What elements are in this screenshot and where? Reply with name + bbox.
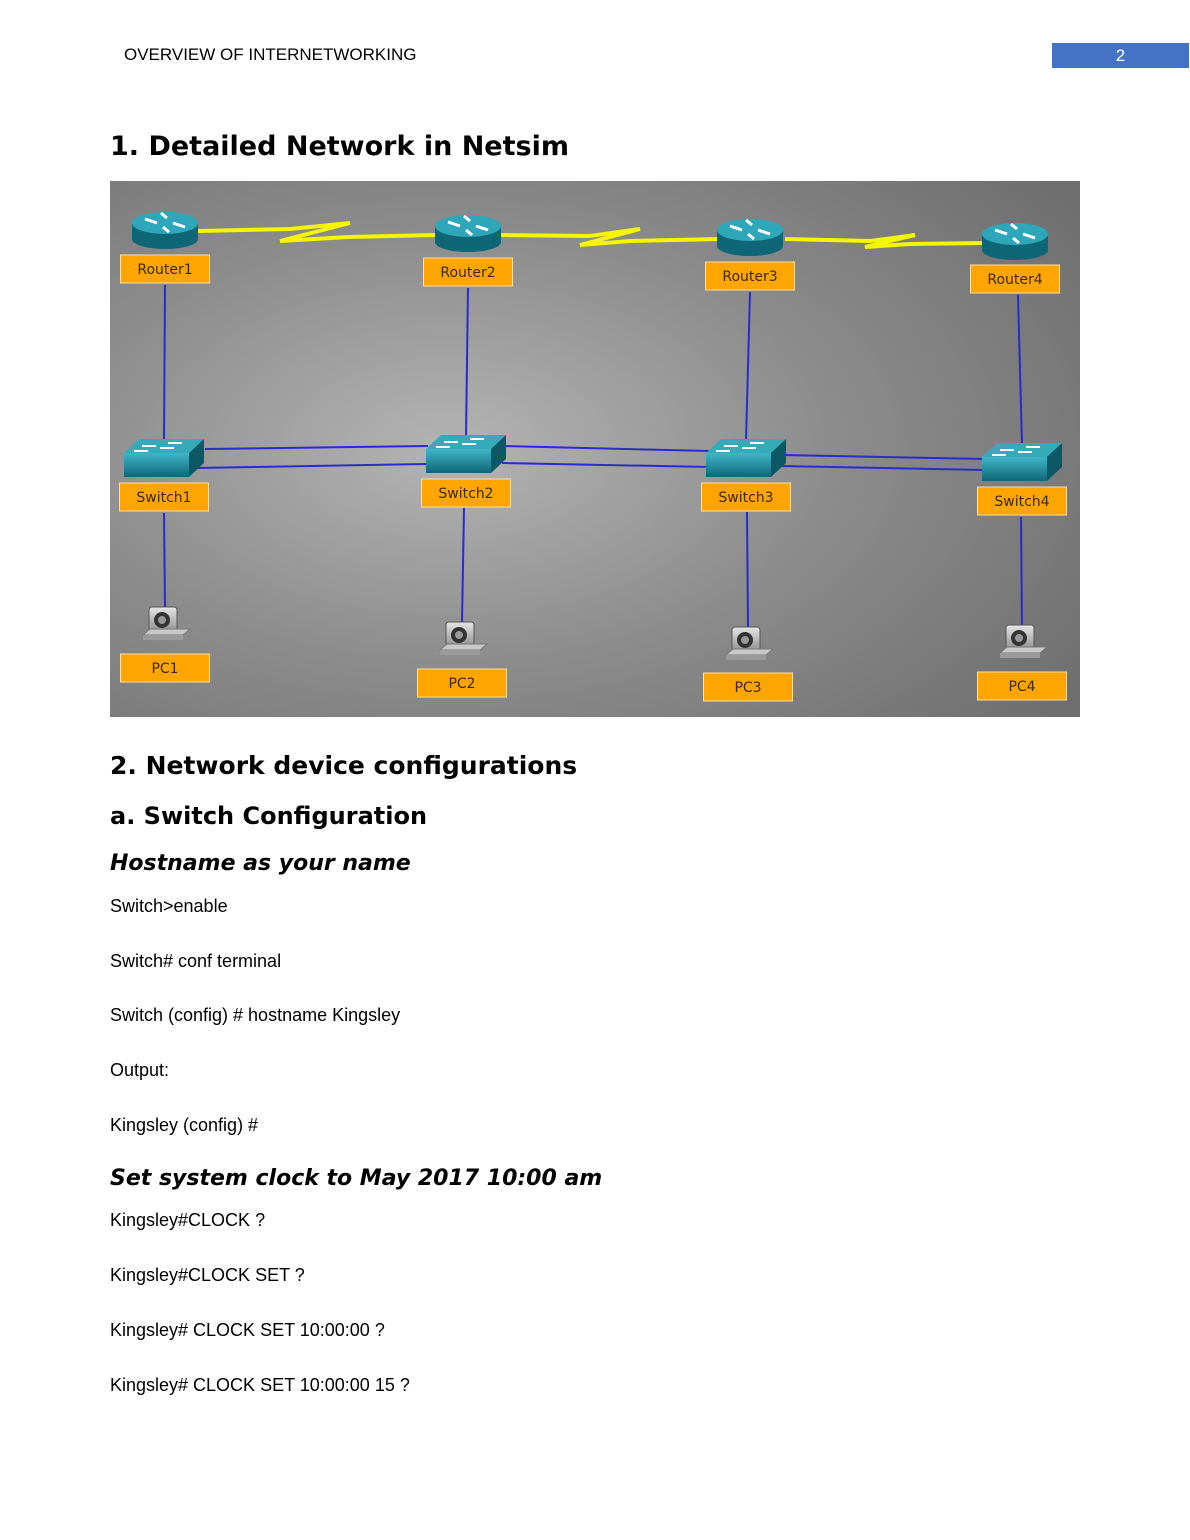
switch-icon [124,439,204,477]
pc-node[interactable]: PC4 [977,624,1067,701]
router-label-box [705,261,795,291]
router-node[interactable]: Router1 [120,211,210,284]
running-header-title: OVERVIEW OF INTERNETWORKING [124,45,417,64]
command-line: Kingsley# CLOCK SET 10:00:00 15 ? [110,1375,410,1395]
pc-label: PC2 [448,676,475,692]
link-s1-pc1 [163,512,166,610]
link-s1-s2-a [204,445,429,450]
router-icon [717,218,783,256]
router-node[interactable]: Router4 [970,222,1060,294]
hostname-heading: Hostname as your name [110,851,411,876]
pc-label-box [977,671,1067,701]
section-2-heading: 2. Network device configurations [110,751,578,780]
router-label: Router2 [440,265,495,281]
switch-label: Switch3 [718,490,773,506]
link-s4-pc4 [1020,516,1023,628]
link-s2-s3-b [501,462,711,468]
pc-label: PC1 [151,661,178,677]
switch-node[interactable]: Switch2 [421,435,511,508]
link-s3-s4-b [779,465,987,471]
router-label-box [970,264,1060,294]
link-s3-pc3 [746,511,749,629]
switch-label-box [977,486,1067,516]
command-line: Kingsley#CLOCK SET ? [110,1265,305,1285]
router-icon [982,222,1048,260]
pc-icon [724,626,775,660]
pc-label-box [120,653,210,683]
command-line: Switch# conf terminal [110,951,282,971]
link-s3-s4-a [781,454,987,460]
switch-node[interactable]: Switch3 [701,439,791,512]
serial-link-r3-r4 [784,233,986,249]
switch-label-box [119,482,209,512]
netsim-network-diagram: Router1 Router2 Router3 Router4 Switch1 Swit… [110,181,1080,717]
command-line: Switch (config) # hostname Kingsley [110,1005,401,1025]
clock-heading: Set system clock to May 2017 10:00 am [110,1166,603,1191]
pc-icon [141,606,192,640]
router-icon [132,211,198,249]
pc-node[interactable]: PC2 [417,621,507,698]
network-topology-svg: Router1 Router2 Router3 Router4 Switch1 Swit… [110,181,1080,717]
pc-icon [998,624,1049,658]
command-line: Switch>enable [110,896,228,916]
router-label-box [120,254,210,284]
switch-label-box [421,478,511,508]
link-s2-s3-a [501,445,711,452]
switch-label: Switch2 [438,486,493,502]
router-label: Router4 [987,272,1042,288]
serial-link-r1-r2 [197,221,436,243]
section-1-heading: 1. Detailed Network in Netsim [110,131,569,162]
section-2a-heading: a. Switch Configuration [110,802,428,830]
pc-label-box [703,672,793,702]
pc-icon [438,621,489,655]
router-label: Router3 [722,269,777,285]
switch-node[interactable]: Switch1 [119,439,209,512]
pc-label-box [417,668,507,698]
link-r2-s2 [465,287,469,438]
command-line: Kingsley# CLOCK SET 10:00:00 ? [110,1320,385,1340]
router-node[interactable]: Router2 [423,214,513,287]
pc-label: PC4 [1008,679,1035,695]
link-s1-s2-b [194,463,429,469]
link-r4-s4 [1017,294,1023,446]
switch-icon [982,443,1062,481]
serial-link-r2-r3 [499,227,721,247]
pc-label: PC3 [734,680,761,696]
switch-label-box [701,482,791,512]
command-output: Kingsley (config) # [110,1115,259,1135]
serial-links [197,221,986,249]
link-s2-pc2 [461,507,465,624]
switch-label: Switch1 [136,490,191,506]
ethernet-links [163,284,1023,629]
output-label: Output: [110,1060,170,1080]
link-r1-s1 [163,284,166,442]
switch-icon [426,435,506,473]
switch-icon [706,439,786,477]
command-line: Kingsley#CLOCK ? [110,1210,266,1230]
router-label-box [423,257,513,287]
link-r3-s3 [745,291,751,442]
router-label: Router1 [137,262,192,278]
router-node[interactable]: Router3 [705,218,795,291]
switch-label: Switch4 [994,494,1049,510]
router-icon [435,214,501,252]
pc-node[interactable]: PC3 [703,626,793,702]
switch-node[interactable]: Switch4 [977,443,1067,516]
page-number-badge: 2 [1052,43,1189,68]
pc-node[interactable]: PC1 [120,606,210,683]
